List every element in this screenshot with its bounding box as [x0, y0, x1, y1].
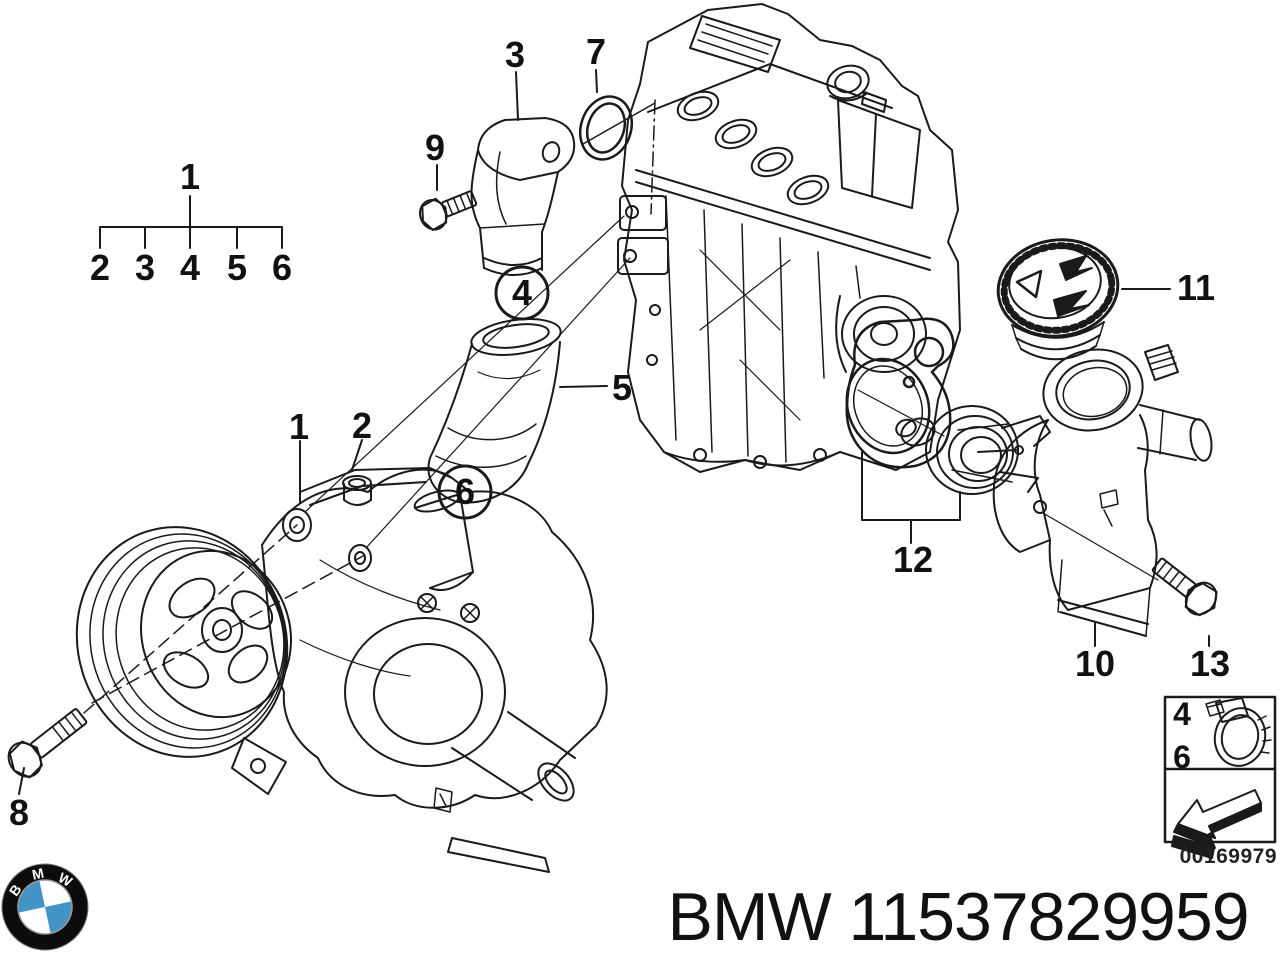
- coolant-cap-drawing: [996, 238, 1120, 361]
- pulley-drawing: [75, 526, 293, 758]
- callout-tree-child-3: 3: [134, 247, 156, 288]
- callout-tree-child-4: 4: [179, 247, 201, 288]
- callout-12-thermostat: 12: [892, 539, 934, 580]
- engine-block-drawing: [617, 3, 961, 473]
- callout-9-bolt: 9: [424, 127, 446, 168]
- part-number-title: BMW 11537829959: [667, 879, 1249, 955]
- o-ring-drawing: [578, 95, 634, 161]
- callout-11-cap: 11: [1176, 267, 1216, 308]
- callout-8-bolt: 8: [8, 792, 30, 833]
- thermostat-drawing: [895, 405, 1051, 495]
- legend-row-4: 4: [1173, 696, 1191, 732]
- coolant-hose-drawing: [427, 318, 562, 504]
- callout-7-oring: 7: [585, 31, 607, 72]
- callout-tree-child-2: 2: [89, 247, 111, 288]
- callout-6-clamp: 6: [454, 471, 476, 512]
- callout-lines: [18, 69, 1210, 795]
- callout-tree-child-5: 5: [226, 247, 248, 288]
- direction-arrow-icon: [1171, 789, 1262, 859]
- bmw-logo: B M W: [1, 863, 89, 951]
- bolt-13-drawing: [1151, 557, 1218, 617]
- callout-3-connection: 3: [504, 34, 526, 75]
- callout-5-hose: 5: [611, 367, 633, 408]
- callout-2-bushing: 2: [351, 405, 373, 446]
- legend-box: [1163, 695, 1277, 859]
- water-pump-drawing: [231, 467, 608, 873]
- bolt-8-drawing: [7, 708, 88, 779]
- bolt-9-drawing: [419, 190, 478, 231]
- diagram-code: 00169979: [1179, 845, 1277, 868]
- callout-tree-parent-1: 1: [179, 156, 201, 197]
- callout-4-clamp: 4: [511, 272, 533, 313]
- callout-1-pump: 1: [288, 406, 310, 447]
- legend-row-6: 6: [1173, 739, 1191, 775]
- callout-tree-child-6: 6: [271, 247, 293, 288]
- thermostat-housing-drawing: [992, 344, 1213, 637]
- logo-letter-m: M: [31, 865, 46, 883]
- callout-13-bolt: 13: [1189, 643, 1231, 684]
- callout-10-housing: 10: [1074, 643, 1116, 684]
- coolant-elbow-drawing: [470, 117, 576, 276]
- hose-clamp-icon: [1205, 697, 1272, 767]
